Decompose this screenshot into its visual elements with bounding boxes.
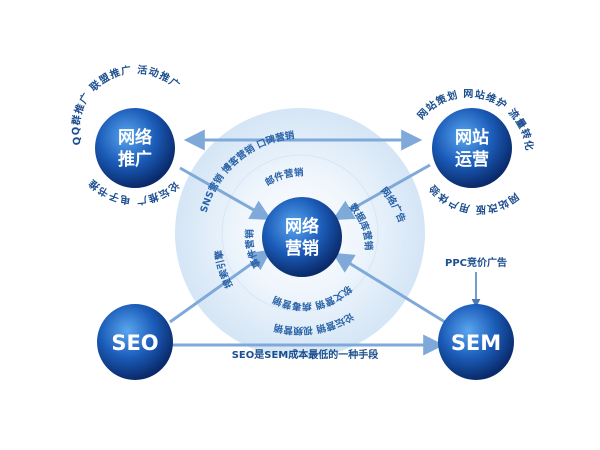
ppc-label: PPC竞价广告	[445, 256, 507, 269]
node-seo: SEO	[97, 304, 173, 380]
node-promotion-line2: 推广	[118, 149, 152, 170]
node-marketing-line2: 营销	[285, 238, 319, 259]
node-operations-line2: 运营	[455, 149, 489, 170]
arrow-seo-to-marketing	[169, 249, 272, 324]
node-operations-line1: 网站	[455, 127, 489, 148]
arrow-sem-to-marketing	[332, 252, 446, 324]
node-marketing-line1: 网络	[285, 216, 319, 237]
node-promotion: 网络 推广	[95, 108, 175, 188]
node-operations: 网站 运营	[432, 108, 512, 188]
arrow-promotion-to-marketing	[179, 166, 272, 221]
arrow-operations-to-marketing	[332, 163, 431, 221]
node-sem-label: SEM	[451, 331, 501, 355]
node-marketing: 网络 营销	[262, 197, 342, 277]
node-seo-label: SEO	[111, 331, 158, 355]
node-promotion-line1: 网络	[118, 127, 152, 148]
node-sem: SEM	[438, 304, 514, 380]
marketing-inner-ring	[221, 154, 379, 312]
seo-to-sem-label: SEO是SEM成本最低的一种手段	[232, 348, 379, 361]
